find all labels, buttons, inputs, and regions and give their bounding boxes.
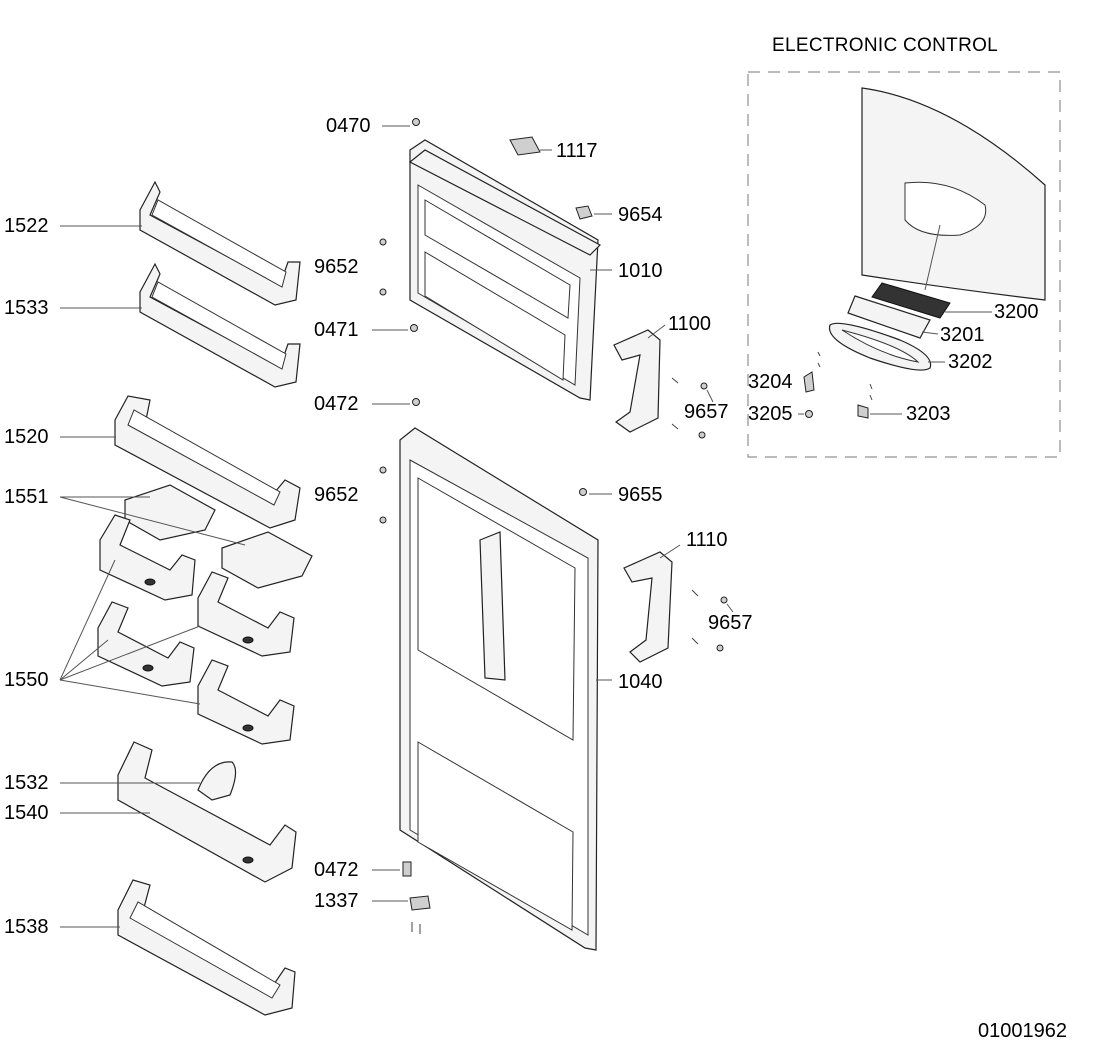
label-3205: 3205 [748,403,793,425]
screw-9652-c [379,466,387,474]
electronic-control-title: ELECTRONIC CONTROL [772,35,999,56]
bin-1550-c [97,601,195,687]
bracket-3204 [803,371,815,393]
label-0472-lower: 0472 [314,859,359,881]
document-number: 01001962 [978,1020,1067,1042]
label-1520: 1520 [4,426,49,448]
egg-tray-1551-a [124,484,216,541]
bin-1550-d [197,659,295,745]
screw-0472-upper [412,398,420,406]
label-1532: 1532 [4,772,49,794]
label-9652-lower: 9652 [314,484,359,506]
bin-1550-a [99,514,196,601]
screw-9652-a [379,238,387,246]
screw-0470 [412,118,420,126]
label-1040: 1040 [618,671,663,693]
label-9655: 9655 [618,484,663,506]
label-1100: 1100 [668,313,712,335]
label-0470: 0470 [326,115,371,137]
electronic-control-box [747,71,1061,458]
door-shelf-1533 [139,262,301,388]
hinge-1337 [409,895,431,911]
label-1540: 1540 [4,802,49,824]
door-gasket-top [408,149,601,256]
label-3201: 3201 [940,324,985,346]
plug-9655 [579,488,587,496]
label-1110: 1110 [686,529,728,551]
hinge-pin-0472 [402,861,412,877]
egg-tray-1551-b [221,531,313,589]
handle-1110 [623,551,673,663]
door-shelf-1520 [114,395,301,529]
label-3203: 3203 [906,403,951,425]
label-0471: 0471 [314,319,359,341]
bin-1550-b [197,571,295,657]
clip-3203 [857,404,869,419]
door-shelf-1522 [139,180,301,306]
display-module-3200 [871,282,951,319]
label-9657-upper: 9657 [684,401,729,423]
label-1522: 1522 [4,215,49,237]
label-1538: 1538 [4,916,49,938]
door-shelf-1538 [117,879,296,1016]
label-1337: 1337 [314,890,359,912]
label-9652-upper: 9652 [314,256,359,278]
control-panel-window [904,181,987,236]
label-3200: 3200 [994,301,1039,323]
hinge-cover-9654 [575,205,593,220]
label-9657-lower: 9657 [708,612,753,634]
display-frame-3201 [847,295,931,339]
part-3205 [805,410,813,418]
label-1117: 1117 [556,140,598,162]
label-1010: 1010 [618,260,663,282]
screw-9652-b [379,288,387,296]
screw-9652-d [379,516,387,524]
bottle-shelf-1540 [117,741,297,883]
label-1533: 1533 [4,297,49,319]
label-3204: 3204 [748,371,793,393]
label-1551: 1551 [4,486,49,508]
label-1550: 1550 [4,669,49,691]
bottle-holder-1532 [197,761,237,801]
label-9654: 9654 [618,204,663,226]
handle-1100 [613,329,661,433]
screw-0471 [410,324,418,332]
label-0472-upper: 0472 [314,393,359,415]
label-1117 [509,136,541,156]
label-3202: 3202 [948,351,993,373]
inner-shelf-rail [479,531,506,681]
